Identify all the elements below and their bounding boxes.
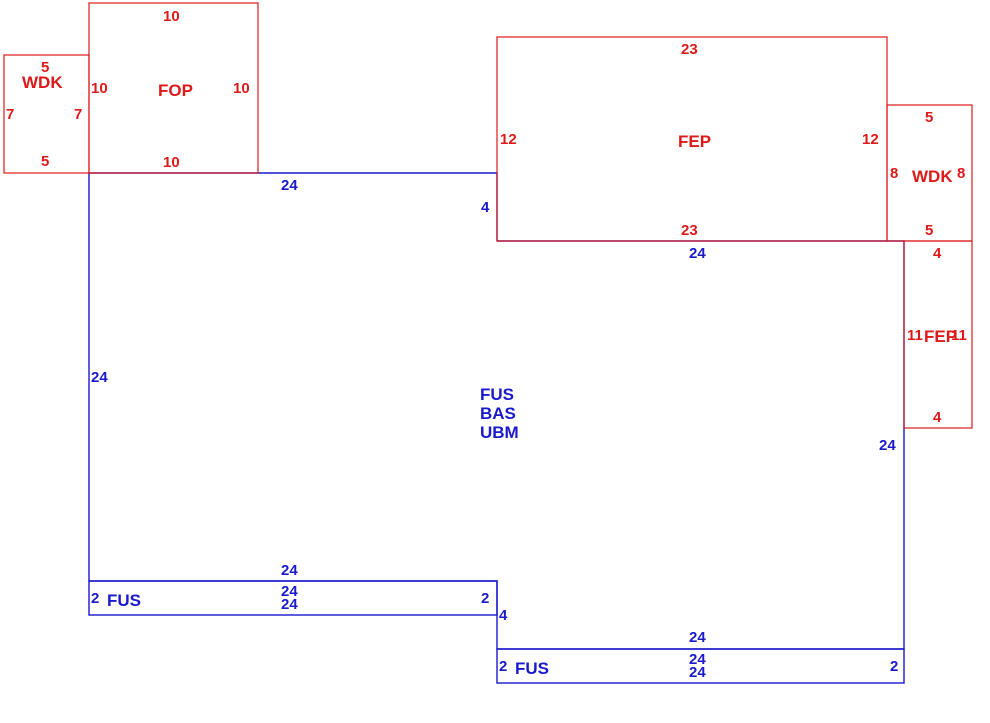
wdk-left-dim-right: 7 bbox=[74, 106, 82, 123]
main-area-label-2: BAS bbox=[480, 404, 516, 423]
fep-top-label: FEP bbox=[678, 132, 711, 151]
fus-strip-left-dim-bottom: 24 bbox=[281, 596, 298, 613]
step-dim: 4 bbox=[499, 607, 508, 624]
fus-strip-right-outline bbox=[496, 648, 905, 684]
fus-strip-right-label: FUS bbox=[515, 659, 549, 678]
fus-strip-right-dim-bottom: 24 bbox=[689, 664, 706, 681]
fep-side: 4 11 FEP 11 4 bbox=[903, 240, 973, 429]
fus-strip-right-dim-left: 2 bbox=[499, 658, 507, 675]
wdk-right-dim-left: 8 bbox=[890, 165, 898, 182]
fus-strip-left-dim-left: 2 bbox=[91, 590, 99, 607]
wdk-right-dim-right: 8 bbox=[957, 165, 965, 182]
wdk-left-dim-bottom: 5 bbox=[41, 153, 49, 170]
fop-dim-bottom: 10 bbox=[163, 154, 180, 171]
main-area-dim-top: 24 bbox=[281, 177, 298, 194]
fus-strip-right-dim-top: 24 bbox=[689, 651, 706, 668]
fep-side-dim-bottom: 4 bbox=[933, 409, 942, 426]
wdk-left-label: WDK bbox=[22, 73, 63, 92]
fep-side-dim-right: 11 bbox=[951, 327, 967, 344]
fep-top-dim-left: 12 bbox=[500, 131, 517, 148]
wdk-left-outline bbox=[3, 54, 90, 174]
fus-strip-left-label: FUS bbox=[107, 591, 141, 610]
wdk-right-dim-top: 5 bbox=[925, 109, 933, 126]
main-area-dim-notch: 4 bbox=[481, 199, 490, 216]
fus-strip-left-outline bbox=[88, 580, 498, 616]
fus-strip-right-dim-top-outer: 24 bbox=[689, 629, 706, 646]
fus-strip-left-dim-top: 24 bbox=[281, 583, 298, 600]
fus-strip-right: 24 FUS 2 24 24 2 bbox=[496, 629, 905, 684]
fop: FOP 10 10 10 10 bbox=[88, 2, 259, 174]
fus-strip-left-dim-right: 2 bbox=[481, 590, 489, 607]
wdk-left-dim-top: 5 bbox=[41, 59, 49, 76]
fep-side-dim-top: 4 bbox=[933, 245, 942, 262]
fep-top-dim-top: 23 bbox=[681, 41, 698, 58]
fep-side-outline bbox=[903, 240, 973, 429]
fep-top: 23 12 FEP 12 23 bbox=[496, 36, 888, 242]
fep-side-label: FEP bbox=[924, 327, 957, 346]
fus-strip-left: FUS 24 2 24 2 bbox=[88, 580, 498, 616]
fop-label: FOP bbox=[158, 81, 193, 100]
fep-top-dim-right: 12 bbox=[862, 131, 879, 148]
main-area-dim-bottom-left: 24 bbox=[281, 562, 298, 579]
main-area-text: FUS BAS UBM 24 4 24 24 24 24 bbox=[91, 177, 896, 579]
fop-dim-top: 10 bbox=[163, 8, 180, 25]
wdk-right-dim-bottom: 5 bbox=[925, 222, 933, 239]
wdk-left: 5 WDK 7 7 5 bbox=[3, 54, 90, 174]
fep-top-dim-bottom: 23 bbox=[681, 222, 698, 239]
wdk-right: 5 8 WDK 8 5 bbox=[886, 104, 973, 242]
wdk-right-label: WDK bbox=[912, 167, 953, 186]
main-area-label-1: FUS bbox=[480, 385, 514, 404]
fop-dim-right: 10 bbox=[233, 80, 250, 97]
fus-strip-right-dim-right: 2 bbox=[890, 658, 898, 675]
main-area-dim-left: 24 bbox=[91, 369, 108, 386]
main-area-dim-upper-right: 24 bbox=[689, 245, 706, 262]
wdk-left-dim-left: 7 bbox=[6, 106, 14, 123]
main-area-label-3: UBM bbox=[480, 423, 519, 442]
main-area-dim-right: 24 bbox=[879, 437, 896, 454]
fep-side-dim-left: 11 bbox=[907, 327, 923, 344]
fop-dim-left: 10 bbox=[91, 80, 108, 97]
